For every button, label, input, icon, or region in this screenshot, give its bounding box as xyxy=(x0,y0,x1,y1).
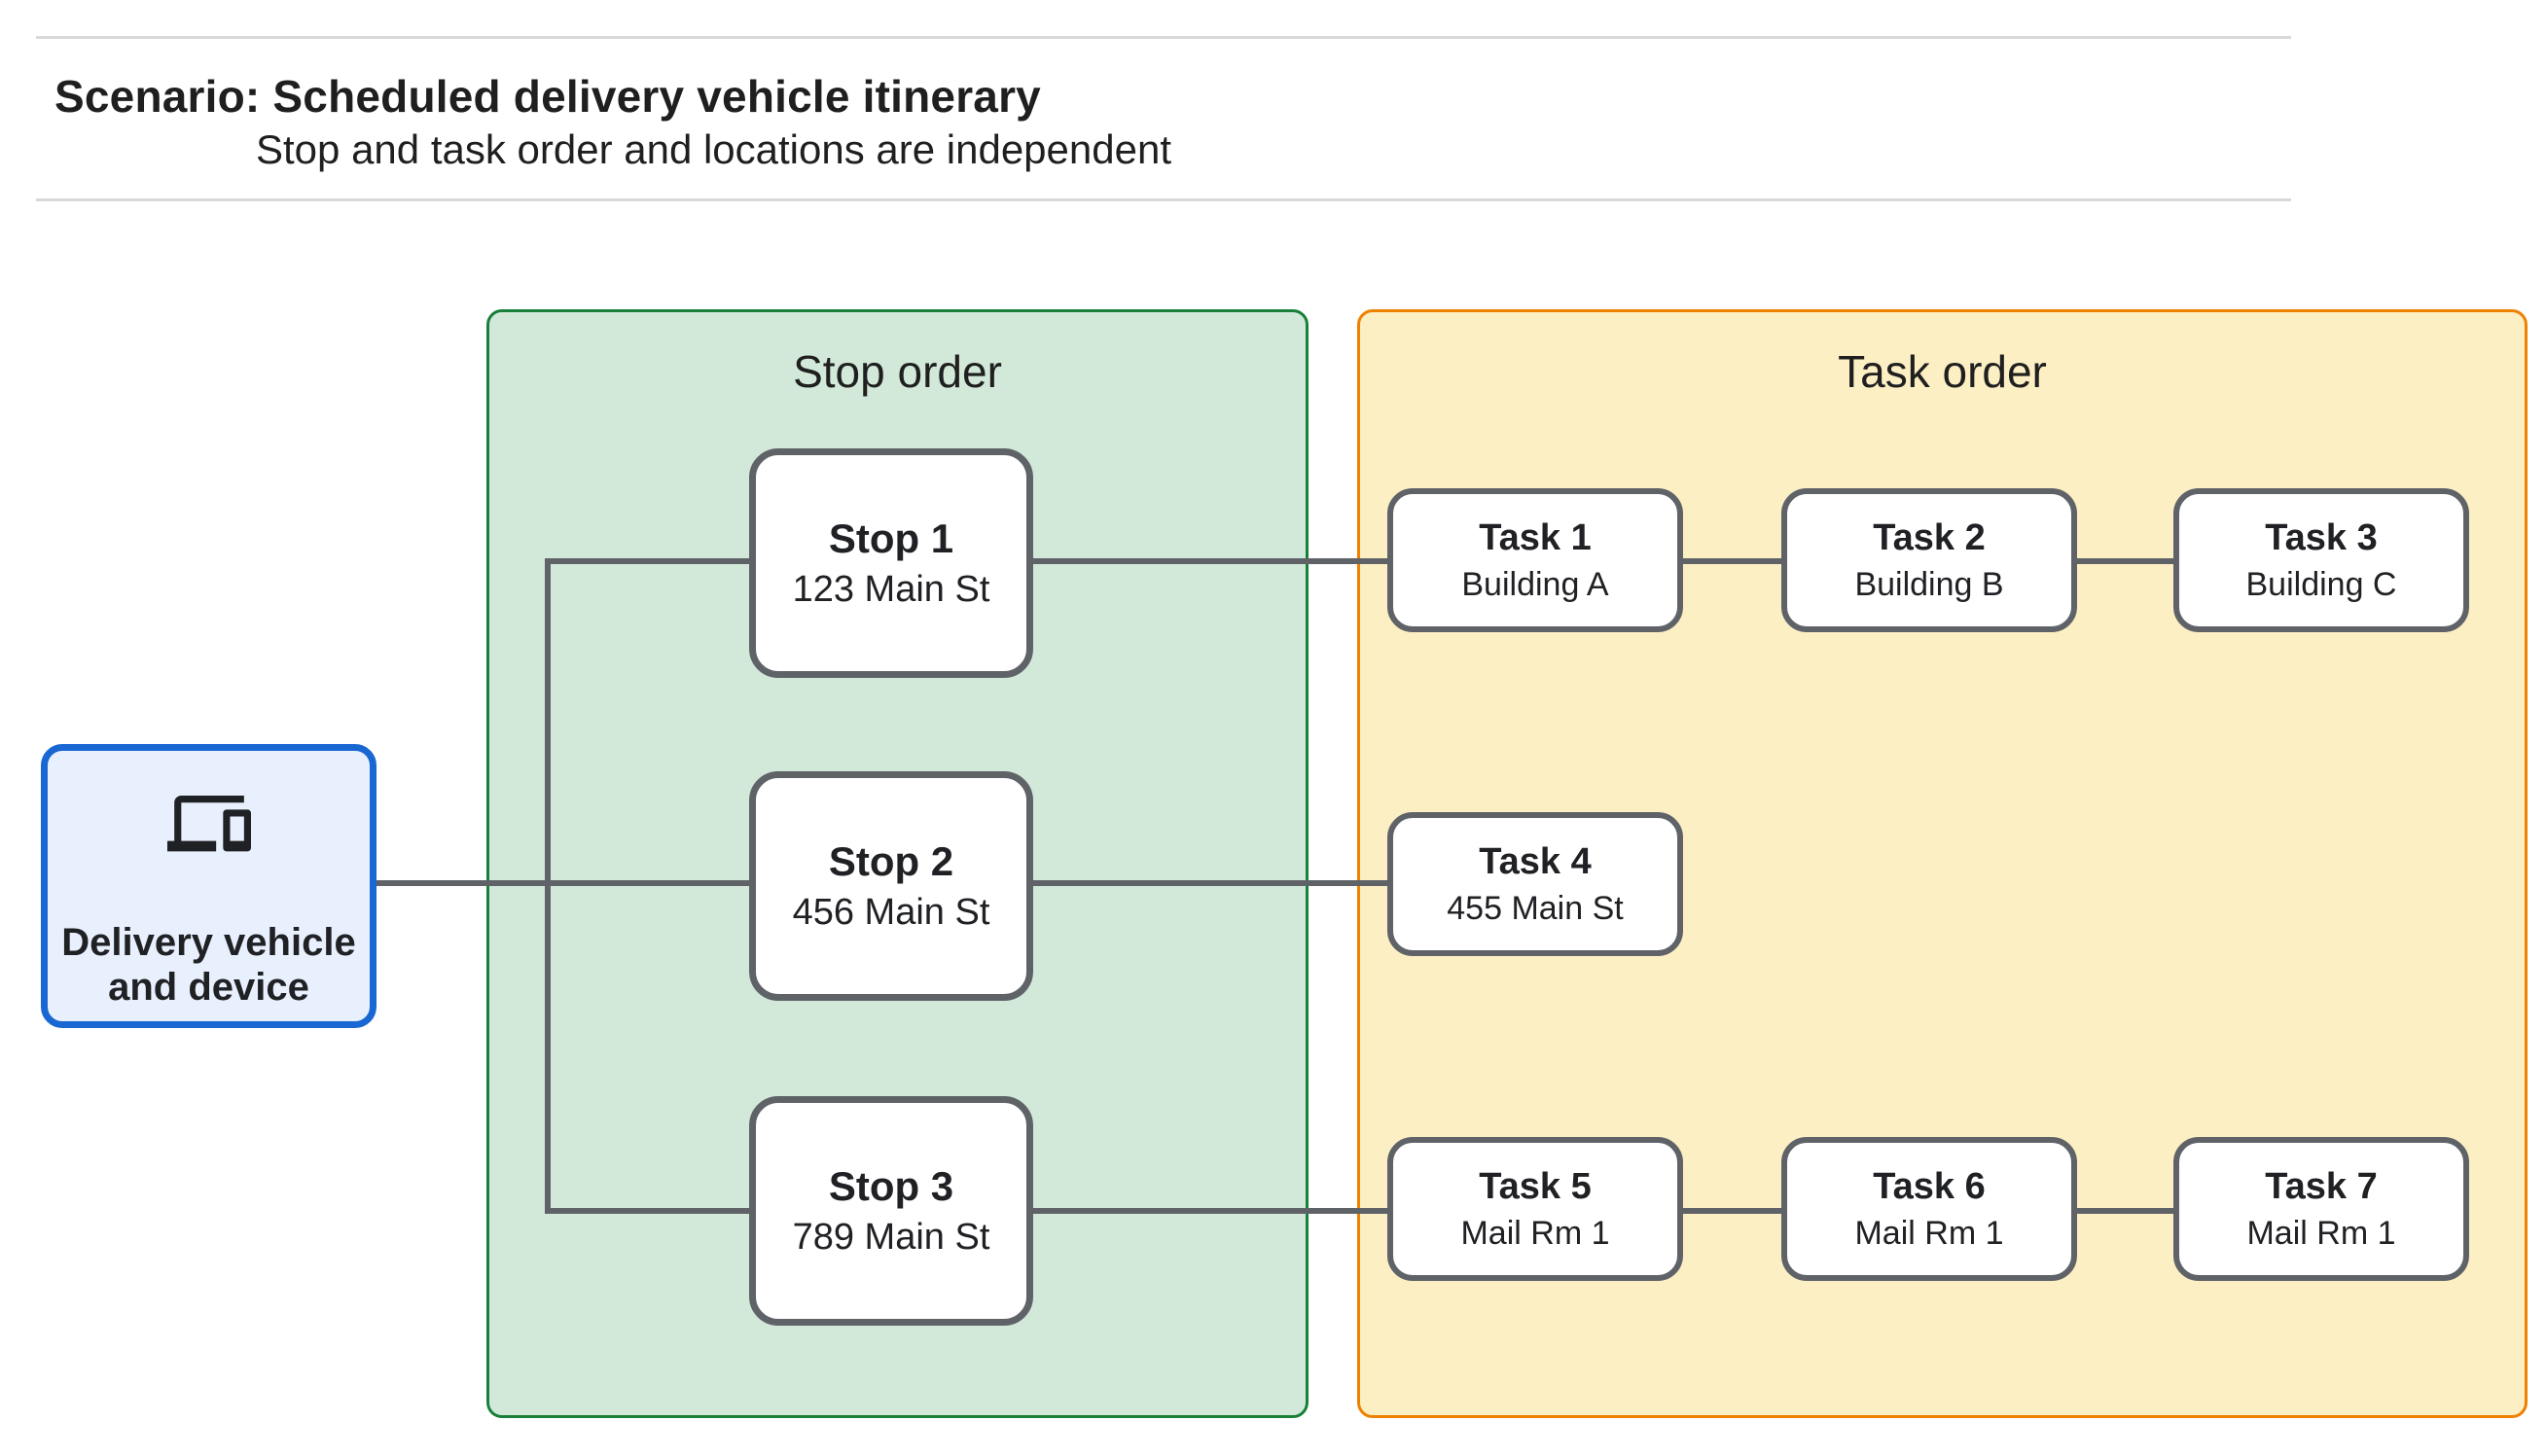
task-4-node: Task 4 455 Main St xyxy=(1387,812,1683,956)
connector-stop1-to-task1 xyxy=(1033,558,1387,564)
connector-task2-to-task3 xyxy=(2077,558,2173,564)
delivery-vehicle-node: Delivery vehicle and device xyxy=(41,744,377,1028)
task-6-node: Task 6 Mail Rm 1 xyxy=(1781,1137,2077,1281)
delivery-vehicle-label-line2: and device xyxy=(108,966,309,1009)
stop-2-name: Stop 2 xyxy=(828,838,954,884)
task-6-location: Mail Rm 1 xyxy=(1854,1214,2004,1252)
stop-1-location: 123 Main St xyxy=(792,568,990,610)
connector-trunk-to-stop1 xyxy=(545,558,749,564)
task-order-panel-title: Task order xyxy=(1838,346,2047,397)
page-subtitle: Stop and task order and locations are in… xyxy=(256,126,1172,172)
task-1-name: Task 1 xyxy=(1479,517,1592,559)
stop-3-node: Stop 3 789 Main St xyxy=(749,1096,1033,1326)
connector-vehicle-to-stop2 xyxy=(375,880,749,886)
header-bottom-divider xyxy=(36,198,2291,201)
task-7-name: Task 7 xyxy=(2265,1166,2378,1208)
top-divider xyxy=(36,36,2291,39)
task-7-node: Task 7 Mail Rm 1 xyxy=(2173,1137,2469,1281)
task-5-name: Task 5 xyxy=(1479,1166,1592,1208)
stop-3-name: Stop 3 xyxy=(828,1163,954,1209)
stop-2-node: Stop 2 456 Main St xyxy=(749,771,1033,1001)
connector-task6-to-task7 xyxy=(2077,1208,2173,1214)
stop-1-node: Stop 1 123 Main St xyxy=(749,448,1033,678)
task-2-node: Task 2 Building B xyxy=(1781,488,2077,632)
task-3-node: Task 3 Building C xyxy=(2173,488,2469,632)
task-3-location: Building C xyxy=(2245,565,2397,603)
stop-2-location: 456 Main St xyxy=(792,891,990,933)
connector-task1-to-task2 xyxy=(1683,558,1781,564)
task-2-location: Building B xyxy=(1854,565,2004,603)
task-5-location: Mail Rm 1 xyxy=(1460,1214,1610,1252)
task-2-name: Task 2 xyxy=(1873,517,1986,559)
connector-stop3-to-task5 xyxy=(1033,1208,1387,1214)
stop-3-location: 789 Main St xyxy=(792,1216,990,1258)
task-4-name: Task 4 xyxy=(1479,841,1592,883)
task-6-name: Task 6 xyxy=(1873,1166,1986,1208)
task-7-location: Mail Rm 1 xyxy=(2246,1214,2396,1252)
connector-stop2-to-task4 xyxy=(1033,880,1387,886)
task-3-name: Task 3 xyxy=(2265,517,2378,559)
page-title: Scenario: Scheduled delivery vehicle iti… xyxy=(54,71,1041,122)
task-1-location: Building A xyxy=(1461,565,1609,603)
connector-trunk-to-stop3 xyxy=(545,1208,749,1214)
delivery-vehicle-label-line1: Delivery vehicle xyxy=(61,921,356,964)
stop-order-panel-title: Stop order xyxy=(793,346,1002,397)
connector-task5-to-task6 xyxy=(1683,1208,1781,1214)
task-1-node: Task 1 Building A xyxy=(1387,488,1683,632)
delivery-vehicle-label: Delivery vehicle and device xyxy=(61,920,355,1010)
task-5-node: Task 5 Mail Rm 1 xyxy=(1387,1137,1683,1281)
task-4-location: 455 Main St xyxy=(1447,889,1624,927)
connector-trunk-vertical xyxy=(545,558,551,1214)
stop-1-name: Stop 1 xyxy=(828,515,954,561)
devices-icon xyxy=(166,796,251,860)
